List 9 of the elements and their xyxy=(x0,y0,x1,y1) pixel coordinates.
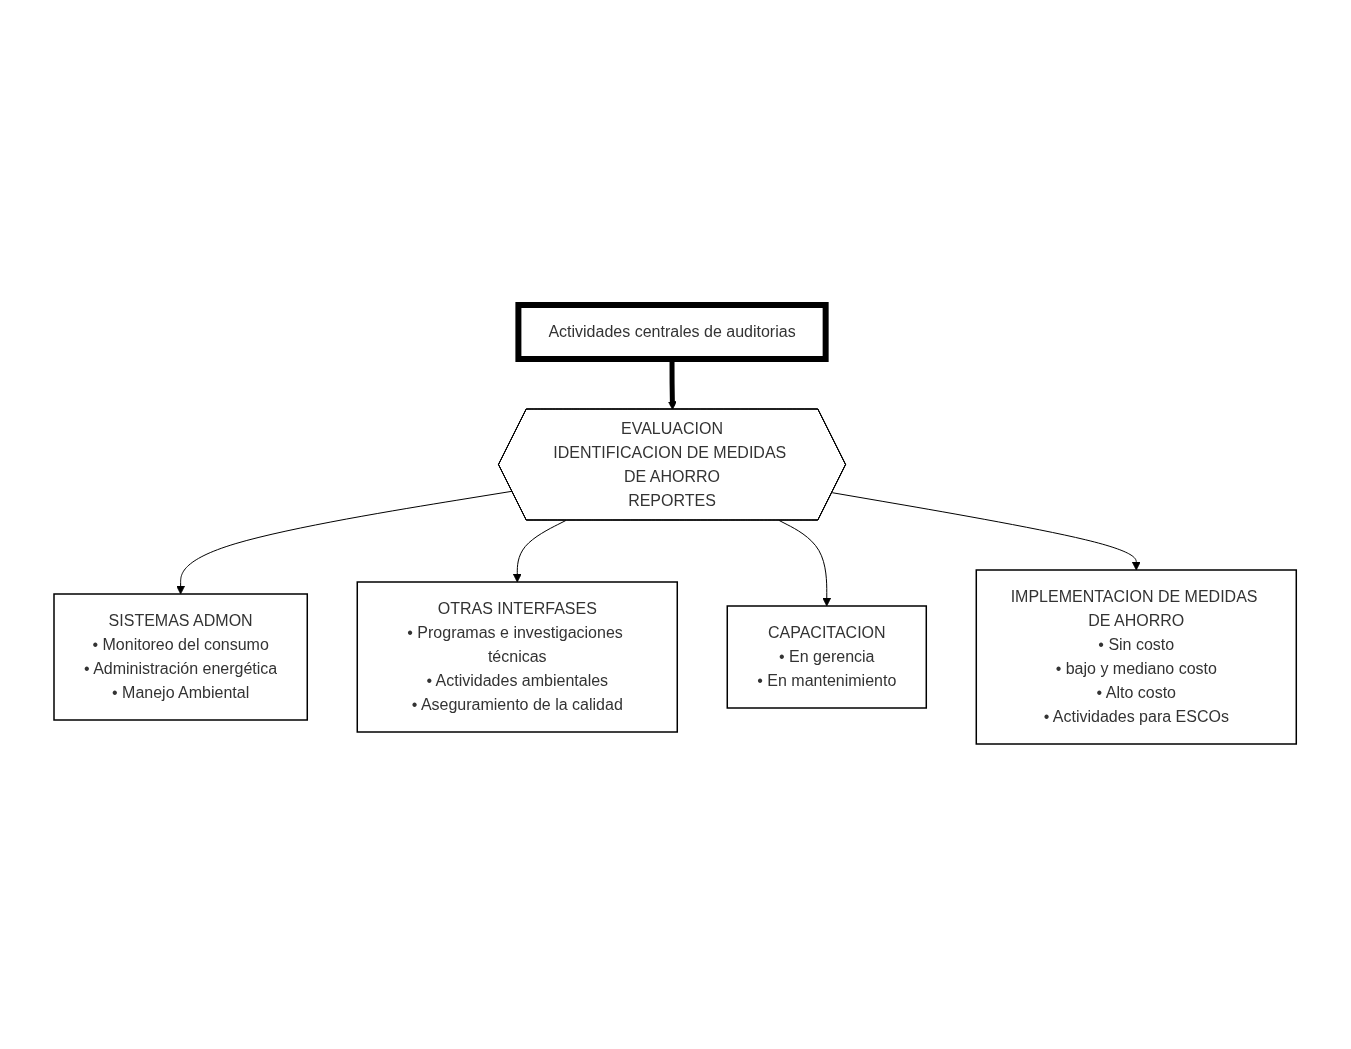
arrow xyxy=(832,492,1142,571)
node-box: CAPACITACION • En gerencia • En mantenimiento xyxy=(726,605,928,709)
node-box: IMPLEMENTACION DE MEDIDAS DE AHORRO • Sin costo • bajo y mediano costo • Alto costo • Actividades para ESCOs xyxy=(975,569,1298,745)
arrow xyxy=(779,520,832,607)
node-box: SISTEMAS ADMON • Monitoreo del consumo • Administración energética • Manejo Ambiental xyxy=(53,593,309,721)
arrow xyxy=(176,490,513,595)
node-box: OTRAS INTERFASES • Programas e investigaciones técnicas • Actividades ambientales • Aseguramiento de la calidad xyxy=(356,581,679,733)
arrow xyxy=(513,520,567,583)
node-box: Actividades centrales de auditorias xyxy=(515,302,829,362)
